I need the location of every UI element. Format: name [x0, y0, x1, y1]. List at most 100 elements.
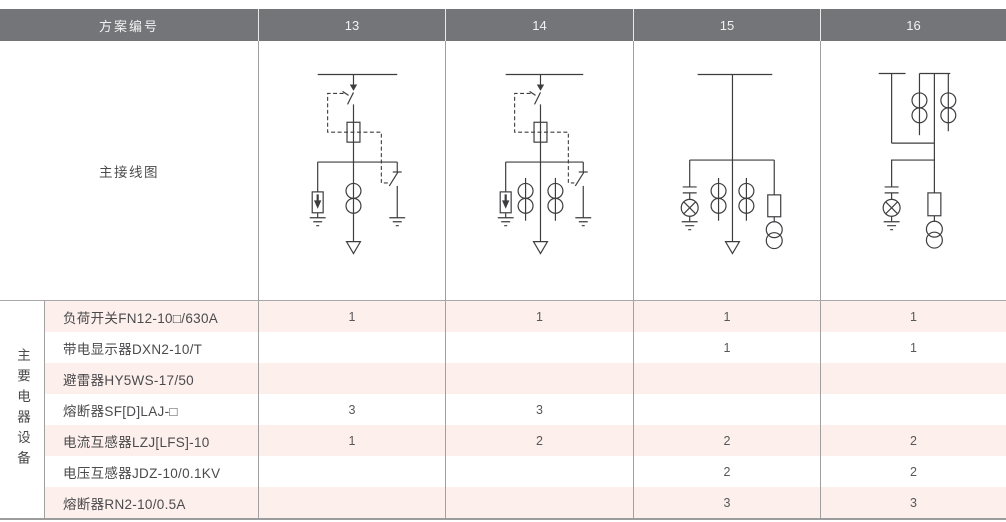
scheme-14-wiring-diagram [497, 73, 592, 255]
switch-blade [346, 92, 355, 105]
qty-scheme-14: 3 [445, 394, 633, 425]
qty-scheme-15: 2 [633, 456, 820, 487]
earth-ground [389, 217, 406, 227]
switch-blade [533, 92, 542, 105]
scheme-15-diagram-cell [633, 41, 820, 301]
equipment-name: 电压互感器JDZ-10/0.1KV [44, 456, 258, 487]
earthing-switch-blade [388, 172, 399, 187]
qty-scheme-15: 2 [633, 425, 820, 456]
capacitor [884, 186, 899, 194]
equipment-name: 熔断器RN2-10/0.5A [44, 487, 258, 518]
lamp-branch [891, 159, 935, 187]
arrester-arrow [502, 194, 510, 209]
fuse-symbol [767, 194, 782, 218]
scheme-16-header: 16 [820, 9, 1006, 41]
qty-scheme-15 [633, 394, 820, 425]
qty-scheme-16: 1 [820, 301, 1006, 332]
equipment-row: 熔断器SF[D]LAJ-□ 3 3 [44, 394, 1006, 425]
ct-circle [547, 197, 564, 214]
fuse-symbol [927, 192, 942, 217]
equipment-name: 熔断器SF[D]LAJ-□ [44, 394, 258, 425]
table-bottom-border [0, 518, 1006, 520]
switch-hook [342, 90, 349, 96]
scheme-13-wiring-diagram [309, 73, 406, 255]
qty-scheme-14 [445, 487, 633, 518]
voltage-transformer-circle [925, 220, 943, 238]
equipment-group-label: 主要电器设备 [15, 348, 30, 471]
scheme-13-diagram-cell [258, 41, 445, 301]
scheme-16-diagram-cell [820, 41, 1006, 301]
switch-hook [529, 90, 536, 96]
qty-scheme-16 [820, 363, 1006, 394]
voltage-transformer-circle [765, 221, 783, 239]
main-wiring-diagram-label: 主接线图 [99, 165, 159, 180]
qty-scheme-16: 2 [820, 456, 1006, 487]
qty-scheme-15: 1 [633, 332, 820, 363]
earthing-switch-blade [574, 172, 585, 187]
scheme-number-header-label: 方案编号 [98, 18, 159, 34]
qty-scheme-13: 3 [258, 394, 445, 425]
equipment-name: 避雷器HY5WS-17/50 [44, 363, 258, 394]
qty-scheme-15: 1 [633, 301, 820, 332]
cable-outgoing-arrow [345, 241, 362, 255]
qty-scheme-14: 1 [445, 301, 633, 332]
switch-arrowhead [349, 84, 358, 91]
qty-scheme-16: 2 [820, 425, 1006, 456]
equipment-row: 带电显示器DXN2-10/T 1 1 [44, 332, 1006, 363]
equipment-row: 熔断器RN2-10/0.5A 3 3 [44, 487, 1006, 518]
earth-ground [575, 217, 592, 227]
arrester-arrow [314, 194, 322, 209]
qty-scheme-13: 1 [258, 301, 445, 332]
switch-arrowhead [536, 84, 545, 91]
equipment-row: 电流互感器LZJ[LFS]-10 1 2 2 2 [44, 425, 1006, 456]
earth-ground [497, 217, 514, 227]
scheme-13-header: 13 [258, 9, 445, 41]
scheme-15-header: 15 [633, 9, 820, 41]
capacitor [682, 186, 697, 194]
qty-scheme-15: 3 [633, 487, 820, 518]
qty-scheme-14 [445, 332, 633, 363]
striker-linkage-dashed [327, 92, 389, 184]
ct-circle [517, 197, 534, 214]
qty-scheme-14 [445, 456, 633, 487]
scheme-15-wiring-diagram [680, 73, 783, 255]
qty-scheme-14 [445, 363, 633, 394]
qty-scheme-13: 1 [258, 425, 445, 456]
equipment-rows: 负荷开关FN12-10□/630A 1 1 1 1 带电显示器DXN2-10/T… [44, 301, 1006, 518]
equipment-name: 带电显示器DXN2-10/T [44, 332, 258, 363]
qty-scheme-16 [820, 394, 1006, 425]
ct-circle [710, 197, 727, 214]
qty-scheme-16: 1 [820, 332, 1006, 363]
equipment-row: 负荷开关FN12-10□/630A 1 1 1 1 [44, 301, 1006, 332]
qty-scheme-14: 2 [445, 425, 633, 456]
earth-ground [309, 217, 326, 227]
table-header-row: 方案编号 13 14 15 16 [0, 9, 1006, 41]
voltage-transformer-circle [925, 231, 943, 249]
scheme-14-header: 14 [445, 9, 633, 41]
qty-scheme-13 [258, 363, 445, 394]
qty-scheme-16: 3 [820, 487, 1006, 518]
striker-linkage-dashed [514, 92, 575, 184]
equipment-group-cell: 主要电器设备 [0, 301, 44, 518]
qty-scheme-13 [258, 332, 445, 363]
qty-scheme-13 [258, 487, 445, 518]
lamp-cross [885, 201, 899, 215]
equipment-name: 电流互感器LZJ[LFS]-10 [44, 425, 258, 456]
scheme-14-diagram-cell [445, 41, 633, 301]
scheme-16-wiring-diagram [878, 72, 957, 249]
equipment-table: 主要电器设备 负荷开关FN12-10□/630A 1 1 1 1 带电显示器DX… [0, 300, 1006, 518]
main-wiring-diagram-row: 主接线图 [0, 41, 1006, 301]
ct-circle [911, 107, 928, 124]
earth-ground [883, 221, 900, 231]
earth-ground [681, 221, 698, 231]
ct-circle [738, 197, 755, 214]
ct-circle [940, 107, 957, 124]
equipment-name: 负荷开关FN12-10□/630A [44, 301, 258, 332]
equipment-row: 电压互感器JDZ-10/0.1KV 2 2 [44, 456, 1006, 487]
cable-outgoing-arrow [724, 241, 741, 255]
lamp-cross [683, 201, 697, 215]
cable-outgoing-arrow [532, 241, 549, 255]
qty-scheme-15 [633, 363, 820, 394]
ct-circle [345, 197, 362, 214]
